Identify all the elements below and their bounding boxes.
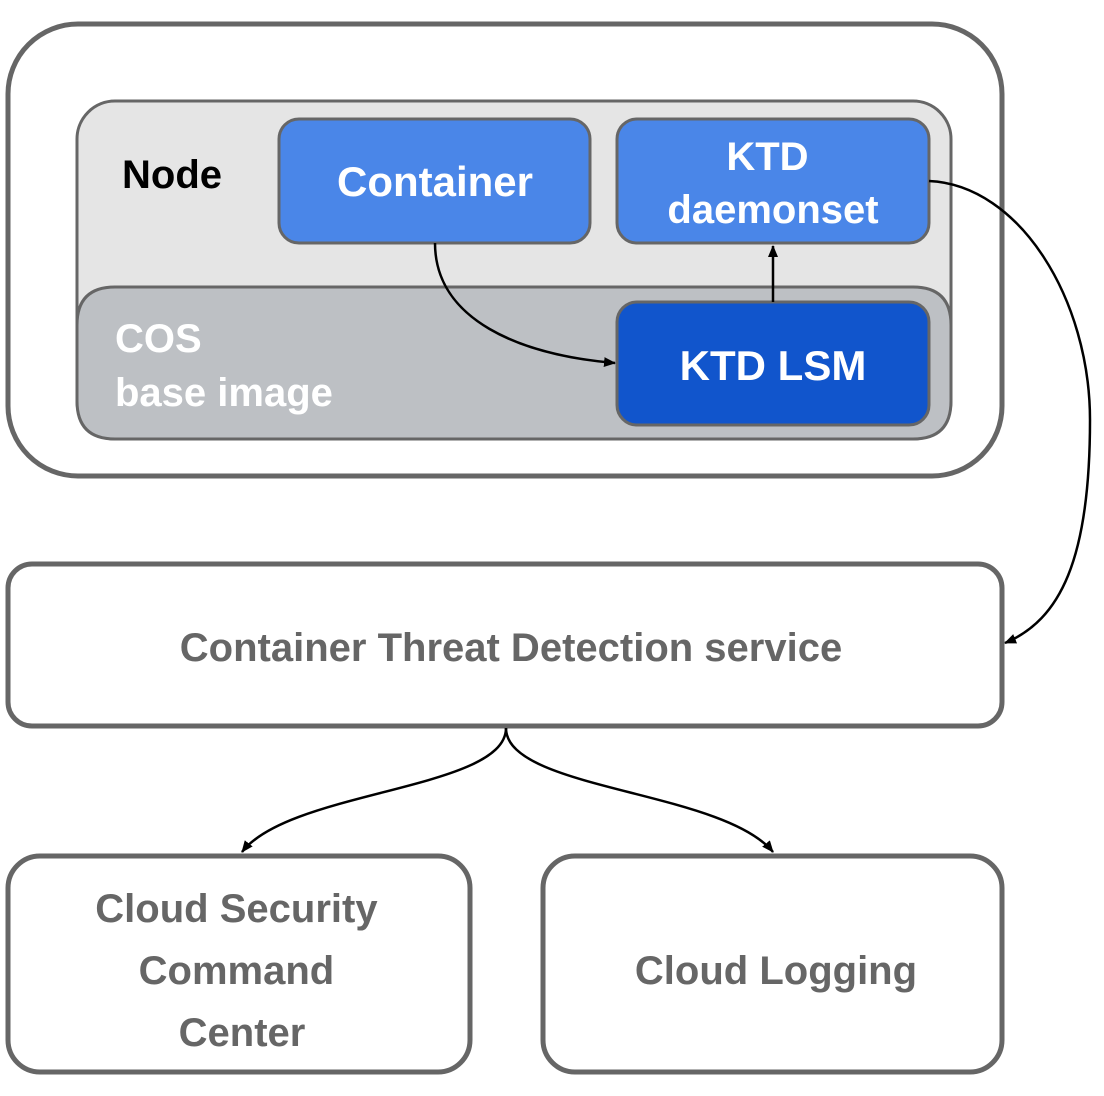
ctd-service-label: Container Threat Detection service (180, 626, 842, 670)
scc-box[interactable] (5, 853, 473, 1075)
container-label: Container (337, 158, 533, 205)
logging-label: Cloud Logging (635, 949, 917, 993)
edge-container-to-lsm (433, 242, 616, 368)
edge-ctd-to-logging (504, 727, 774, 853)
ktd-daemonset-label: KTD daemonset (667, 135, 878, 232)
ktd-daemonset-line1: KTD (726, 135, 808, 179)
ctd-service-box[interactable] (5, 561, 1005, 729)
cos-label-line1: COS (115, 317, 202, 361)
cos-label-line2: base image (115, 371, 333, 415)
node-label: Node (122, 153, 222, 197)
scc-line3: Center (179, 1011, 306, 1055)
ktd-lsm-label: KTD LSM (680, 342, 867, 389)
logging-box[interactable] (540, 853, 1005, 1075)
scc-line2: Command (139, 949, 335, 993)
ktd-daemonset-line2: daemonset (667, 188, 878, 232)
edge-ctd-to-scc (241, 727, 508, 853)
cos-label: COS base image (115, 317, 333, 415)
scc-line1: Cloud Security (95, 887, 378, 931)
scc-label: Cloud Security Command Center (95, 887, 388, 1055)
edge-daemonset-to-ctd (928, 179, 1092, 645)
